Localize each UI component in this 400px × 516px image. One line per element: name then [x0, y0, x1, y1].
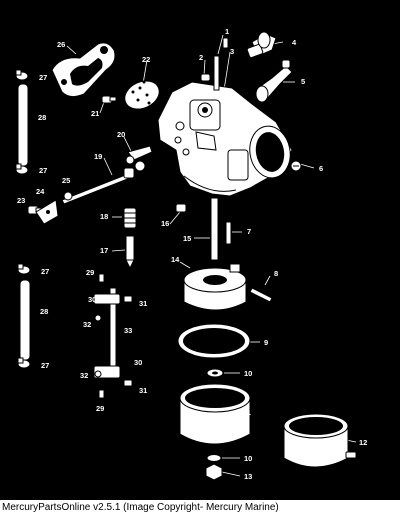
callout-18: 18 — [100, 212, 108, 221]
leader-lines — [66, 34, 357, 477]
part-16-screw — [175, 203, 187, 213]
callout-16: 16 — [161, 219, 169, 228]
callout-labels: 1 2 3 4 5 6 7 8 9 10 10 11 12 13 14 15 1… — [17, 27, 367, 481]
callout-21: 21 — [91, 109, 99, 118]
part-24-lever — [35, 199, 59, 225]
callout-3: 3 — [230, 47, 234, 56]
callout-33: 33 — [124, 326, 132, 335]
callout-32-top: 32 — [83, 320, 91, 329]
part-9-gasket — [177, 323, 251, 359]
part-27-clamp-upper-a — [15, 69, 29, 81]
part-15-tube — [210, 197, 219, 261]
part-3-needle — [213, 55, 220, 91]
callout-27-upper-b: 27 — [39, 166, 47, 175]
callout-29-top: 29 — [86, 268, 94, 277]
part-25-clip — [63, 191, 73, 201]
callout-26: 26 — [57, 40, 65, 49]
callout-9: 9 — [264, 338, 268, 347]
callout-11: 11 — [243, 408, 251, 417]
part-27-clamp-upper-b — [15, 163, 29, 175]
callout-32-bottom: 32 — [80, 371, 88, 380]
callout-5: 5 — [301, 77, 305, 86]
part-33-rod — [93, 287, 121, 379]
copyright-caption: MercuryPartsOnline v2.5.1 (Image Copyrig… — [0, 500, 400, 516]
part-28-hose-upper — [17, 83, 29, 167]
callout-10-upper: 10 — [244, 369, 252, 378]
callout-4: 4 — [292, 38, 297, 47]
callout-15: 15 — [183, 234, 191, 243]
part-26-gasket — [51, 42, 116, 98]
part-8-pin — [249, 287, 273, 303]
part-14-float — [183, 263, 247, 311]
callout-22: 22 — [142, 55, 150, 64]
callout-7: 7 — [247, 227, 251, 236]
part-1-pin — [222, 37, 229, 49]
callout-30-bottom: 30 — [134, 358, 142, 367]
part-11-float-bowl — [179, 383, 251, 445]
part-31-screw-top — [123, 295, 133, 303]
callout-27-lower-a: 27 — [41, 267, 49, 276]
part-10-washer-upper — [206, 368, 224, 378]
callout-27-upper-a: 27 — [39, 73, 47, 82]
callout-25: 25 — [62, 176, 70, 185]
part-13-nut — [205, 463, 223, 481]
callout-29-bottom: 29 — [96, 404, 104, 413]
callout-1: 1 — [225, 27, 229, 36]
part-5-fitting — [255, 59, 293, 103]
callout-30-top: 30 — [88, 295, 96, 304]
callout-28-upper: 28 — [38, 113, 46, 122]
callout-17: 17 — [100, 246, 108, 255]
callout-8: 8 — [274, 269, 278, 278]
carburetor-exploded-diagram: 1 2 3 4 5 6 7 8 9 10 10 11 12 13 14 15 1… — [15, 27, 367, 481]
part-10-washer-lower — [206, 454, 222, 462]
callout-31-top: 31 — [139, 299, 147, 308]
callout-27-lower-b: 27 — [41, 361, 49, 370]
callout-6: 6 — [319, 164, 323, 173]
part-7-pin — [225, 221, 232, 245]
part-32-clip-bottom — [94, 370, 102, 378]
part-22-plate — [124, 80, 160, 110]
part-27-clamp-lower-b — [17, 357, 31, 369]
callout-28-lower: 28 — [40, 307, 48, 316]
part-2-plug — [200, 73, 211, 82]
part-31-screw-bottom — [123, 379, 133, 387]
part-19-shaft — [61, 167, 135, 205]
part-27-clamp-lower-a — [17, 263, 31, 275]
callout-13: 13 — [244, 472, 252, 481]
part-28-hose-lower — [19, 279, 31, 361]
part-12-bowl — [283, 413, 357, 468]
callout-20: 20 — [117, 130, 125, 139]
part-32-clip-top — [94, 314, 102, 322]
part-29-screw-bottom — [98, 389, 105, 399]
callout-2: 2 — [199, 53, 203, 62]
callout-19: 19 — [94, 152, 102, 161]
part-18-spring — [123, 207, 137, 229]
callout-23: 23 — [17, 196, 25, 205]
part-17-needle — [125, 235, 135, 270]
carburetor-body — [157, 81, 293, 197]
part-6-screw — [290, 160, 302, 172]
part-21-screw — [101, 95, 117, 104]
callout-24: 24 — [36, 187, 45, 196]
callout-31-bottom: 31 — [139, 386, 147, 395]
part-4-fitting — [246, 31, 277, 59]
callout-10-lower: 10 — [244, 454, 252, 463]
part-20-lever — [125, 145, 153, 172]
callout-14: 14 — [171, 255, 180, 264]
callout-12: 12 — [359, 438, 367, 447]
part-29-screw-top — [98, 273, 105, 283]
